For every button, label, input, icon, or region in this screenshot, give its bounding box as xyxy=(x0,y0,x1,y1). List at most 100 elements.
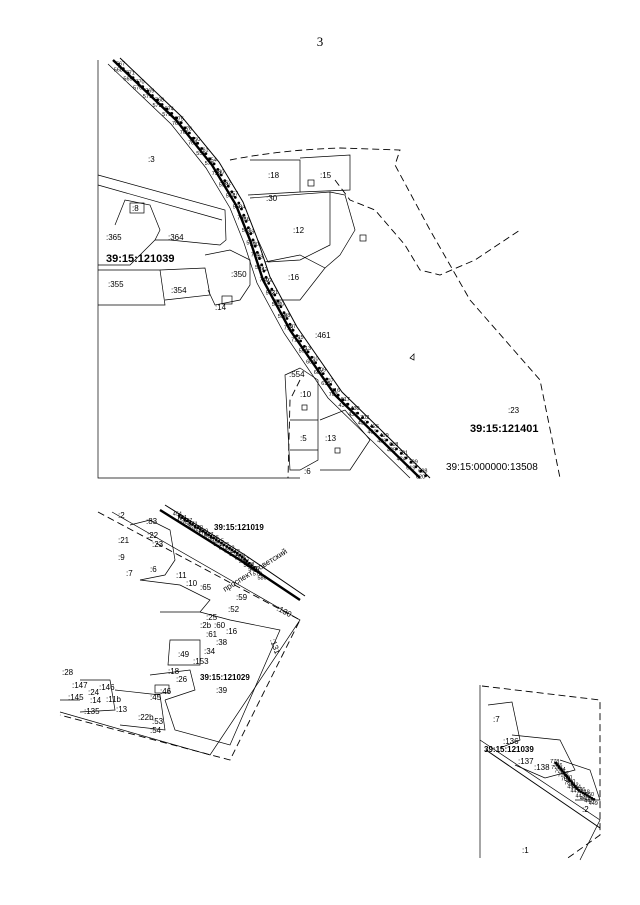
map1-road-line-c xyxy=(107,63,411,479)
map3-parcel-136: :136 xyxy=(503,737,519,746)
map2-point-label: 528 xyxy=(229,552,238,558)
map1-point-marker xyxy=(244,220,248,223)
map1-parcel-10: :10 xyxy=(300,390,312,399)
map2-outer-boundary xyxy=(59,511,301,756)
map1-point-label: 765 xyxy=(180,130,189,136)
map1-dashed-boundary-23 xyxy=(334,179,521,276)
map3-point-label: 446 xyxy=(576,787,585,793)
map1-point-label: 589 xyxy=(246,240,255,246)
map1-point-marker xyxy=(170,112,174,115)
map1-point-marker xyxy=(226,184,230,188)
map1-point-marker xyxy=(399,452,403,455)
map1-point-marker xyxy=(325,377,329,381)
map3-point-marker xyxy=(570,781,574,784)
map1-point-marker xyxy=(262,269,266,273)
map2-point-marker xyxy=(238,553,242,557)
map2-parcel-153: :153 xyxy=(193,657,209,666)
map1-point-marker xyxy=(230,190,234,194)
map2-parcel-145: :145 xyxy=(68,693,84,702)
map1-point-marker xyxy=(346,402,350,406)
map3-point-label: 784 xyxy=(557,767,566,773)
map1-point-marker xyxy=(299,339,302,343)
map1-parcel-461: :461 xyxy=(315,331,331,340)
map2-quarter-121029: 39:15:121029 xyxy=(200,673,250,682)
map1-point-label: 709 xyxy=(317,368,326,374)
map3-point-label: 450 xyxy=(585,792,594,798)
map1-point-label: 771 xyxy=(126,71,135,77)
map2-road-line-a xyxy=(159,508,301,601)
map2-point-label: 576 xyxy=(250,566,259,572)
map1-point-marker xyxy=(295,334,299,337)
map1-point-label: 432 xyxy=(368,430,377,436)
map1-point-label: 437 xyxy=(348,412,357,418)
map1-building-3 xyxy=(359,234,367,242)
map2-parcel-24: :24 xyxy=(88,688,100,697)
map2-parcel-22: :22 xyxy=(147,531,159,540)
map1-point-marker xyxy=(216,168,220,171)
map1-point-marker xyxy=(385,438,389,442)
map1-point-marker xyxy=(117,62,120,66)
map1-point-marker xyxy=(375,429,379,433)
map3-boundary-points: 7797787777767757847837827817804394404414… xyxy=(550,759,598,807)
map1-point-marker xyxy=(361,416,364,419)
map2-point-label: 497 xyxy=(204,532,213,538)
map1-boundary-350 xyxy=(204,249,251,306)
map1-point-marker xyxy=(155,98,159,102)
map1-point-marker xyxy=(276,299,280,303)
map2-point-label: 533 xyxy=(225,545,234,551)
map1-point-label: 428 xyxy=(377,439,386,445)
map3-point-label: 775 xyxy=(558,773,567,779)
map2-point-marker xyxy=(250,564,254,567)
map1-point-marker xyxy=(351,407,355,410)
map2-boundary-13 xyxy=(114,689,166,731)
map1-point-marker xyxy=(160,103,164,106)
map1-quarter-121401: 39:15:121401 xyxy=(470,423,539,435)
map2-parcel-9: :9 xyxy=(118,553,125,562)
map3-point-marker xyxy=(572,783,575,786)
map1-parcel-12: :12 xyxy=(293,226,305,235)
map2-point-marker xyxy=(191,523,194,526)
map1-point-label: 748 xyxy=(254,254,263,260)
map1-point-marker xyxy=(264,275,268,279)
map1-point-label: 592 xyxy=(263,278,272,284)
map1-point-marker xyxy=(341,398,345,402)
map1-point-label: 742 xyxy=(259,267,268,273)
map2-boundary-49 xyxy=(167,639,201,666)
map1-point-marker xyxy=(146,89,150,93)
map2-parcel-10: :10 xyxy=(186,579,198,588)
map2-point-label: 515 xyxy=(215,539,224,545)
map2-point-label: 471 xyxy=(189,522,198,528)
map1-point-label: 598 xyxy=(281,313,290,319)
map3-boundary-2 xyxy=(559,759,601,801)
map3-point-label: 443 xyxy=(576,794,585,800)
map1-point-label: 596 xyxy=(278,314,287,320)
map-fragment-bottom-right: :7 :136 :137 :138 :2 :1 39:15:121039 779… xyxy=(479,685,601,861)
map1-point-label: 595 xyxy=(272,302,281,308)
map1-point-marker xyxy=(175,116,179,120)
map1-parcel-365: :365 xyxy=(106,233,122,242)
map2-parcel-11: :11 xyxy=(176,571,187,580)
map2-point-label: 465 xyxy=(187,525,196,531)
map1-boundary-15 xyxy=(299,154,351,193)
map1-point-marker xyxy=(380,434,384,437)
map1-point-marker xyxy=(204,152,208,156)
map1-point-marker xyxy=(141,85,145,88)
map1-point-label: 572 xyxy=(153,103,162,109)
map2-parcel-61: :61 xyxy=(206,630,218,639)
map1-boundary-strip xyxy=(97,184,223,221)
map2-point-label: 511 xyxy=(219,545,228,551)
map1-point-marker xyxy=(219,173,223,177)
map1-point-label: 768 xyxy=(155,97,164,103)
page-number: 3 xyxy=(316,34,324,49)
map1-point-label: 703 xyxy=(329,392,338,398)
map1-point-label: 425 xyxy=(387,448,396,454)
map1-point-label: 707 xyxy=(324,378,333,384)
map1-point-label: 578 xyxy=(205,161,214,167)
map1-point-label: 618 xyxy=(389,442,398,448)
map1-point-label: 759 xyxy=(212,171,221,177)
map2-point-marker xyxy=(183,517,187,521)
map3-point-marker xyxy=(579,790,583,793)
map1-point-label: 593 xyxy=(266,290,275,296)
map3-parcel-138: :138 xyxy=(534,763,550,772)
